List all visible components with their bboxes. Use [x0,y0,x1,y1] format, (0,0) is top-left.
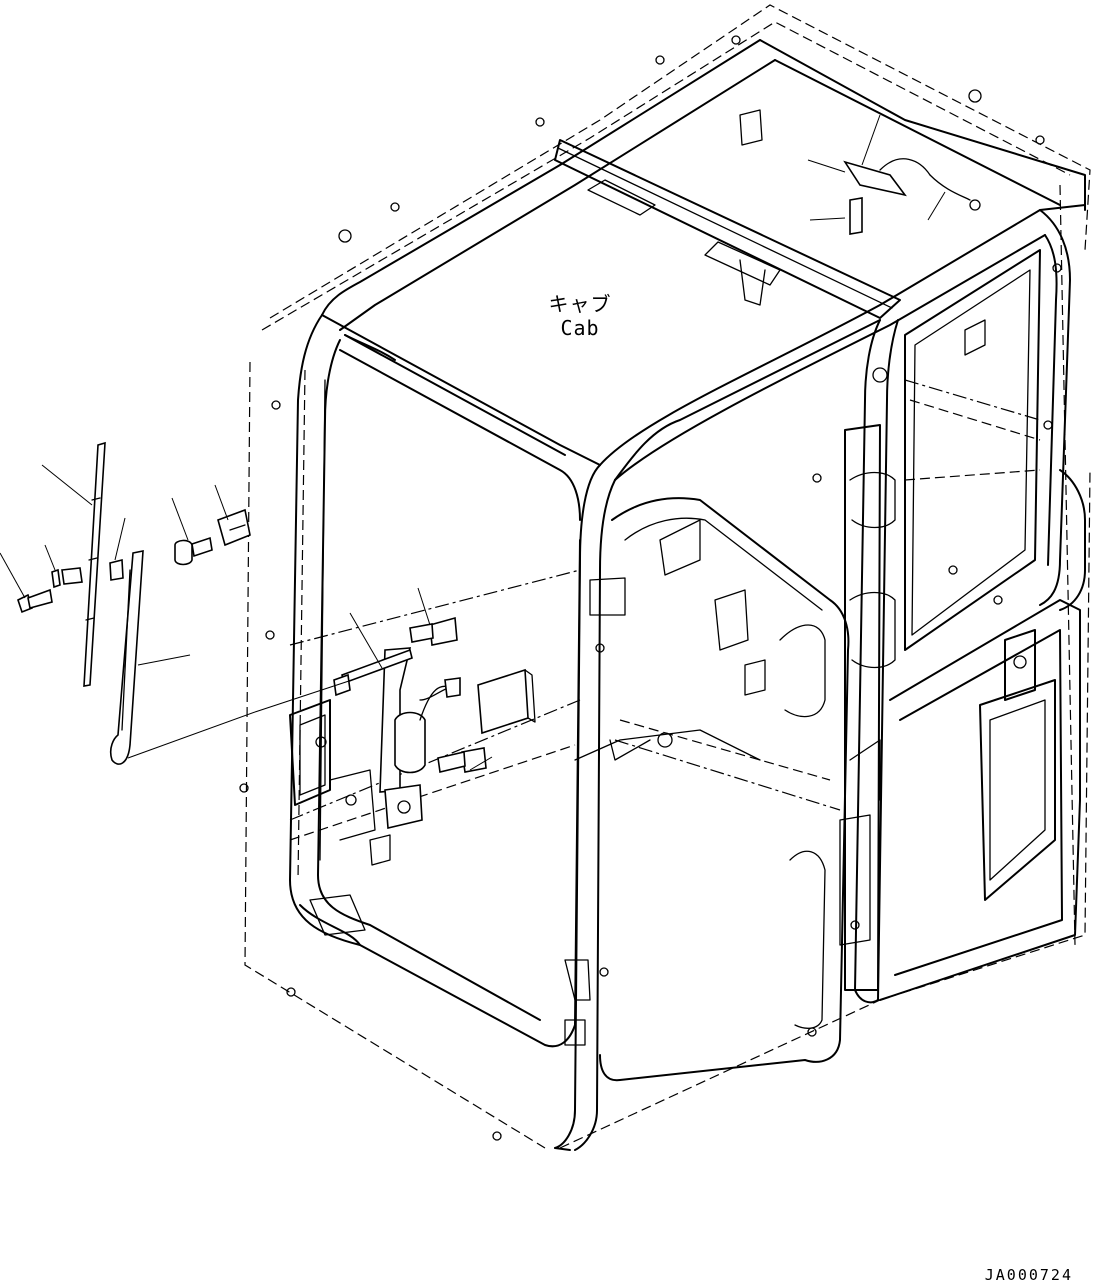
cab-outer-hidden-outline [244,4,1091,1149]
door-hinge-strip [839,424,896,991]
cab-label-en: Cab [560,316,600,340]
lower-front-frame [289,569,761,946]
roof-frame [321,39,1086,481]
left-front-pillar [289,314,581,1048]
bolts [17,508,487,773]
frame-fasteners [239,35,1062,1141]
wiper-bracket [289,699,391,866]
door-opening [599,497,850,1082]
drawing-id: JA000724 [984,1266,1073,1284]
wiper-motor [333,647,461,829]
center-front-pillar [554,464,626,1151]
wiper-arm [109,550,144,765]
right-side-frame [614,209,1086,1004]
wiper-controller [477,668,536,735]
cab-label-jp: キャブ [548,292,612,316]
wiper-blade [61,441,124,687]
leader-lines [0,114,946,771]
roof-light-assembly [739,109,986,356]
cab-label: キャブ Cab [535,292,625,340]
